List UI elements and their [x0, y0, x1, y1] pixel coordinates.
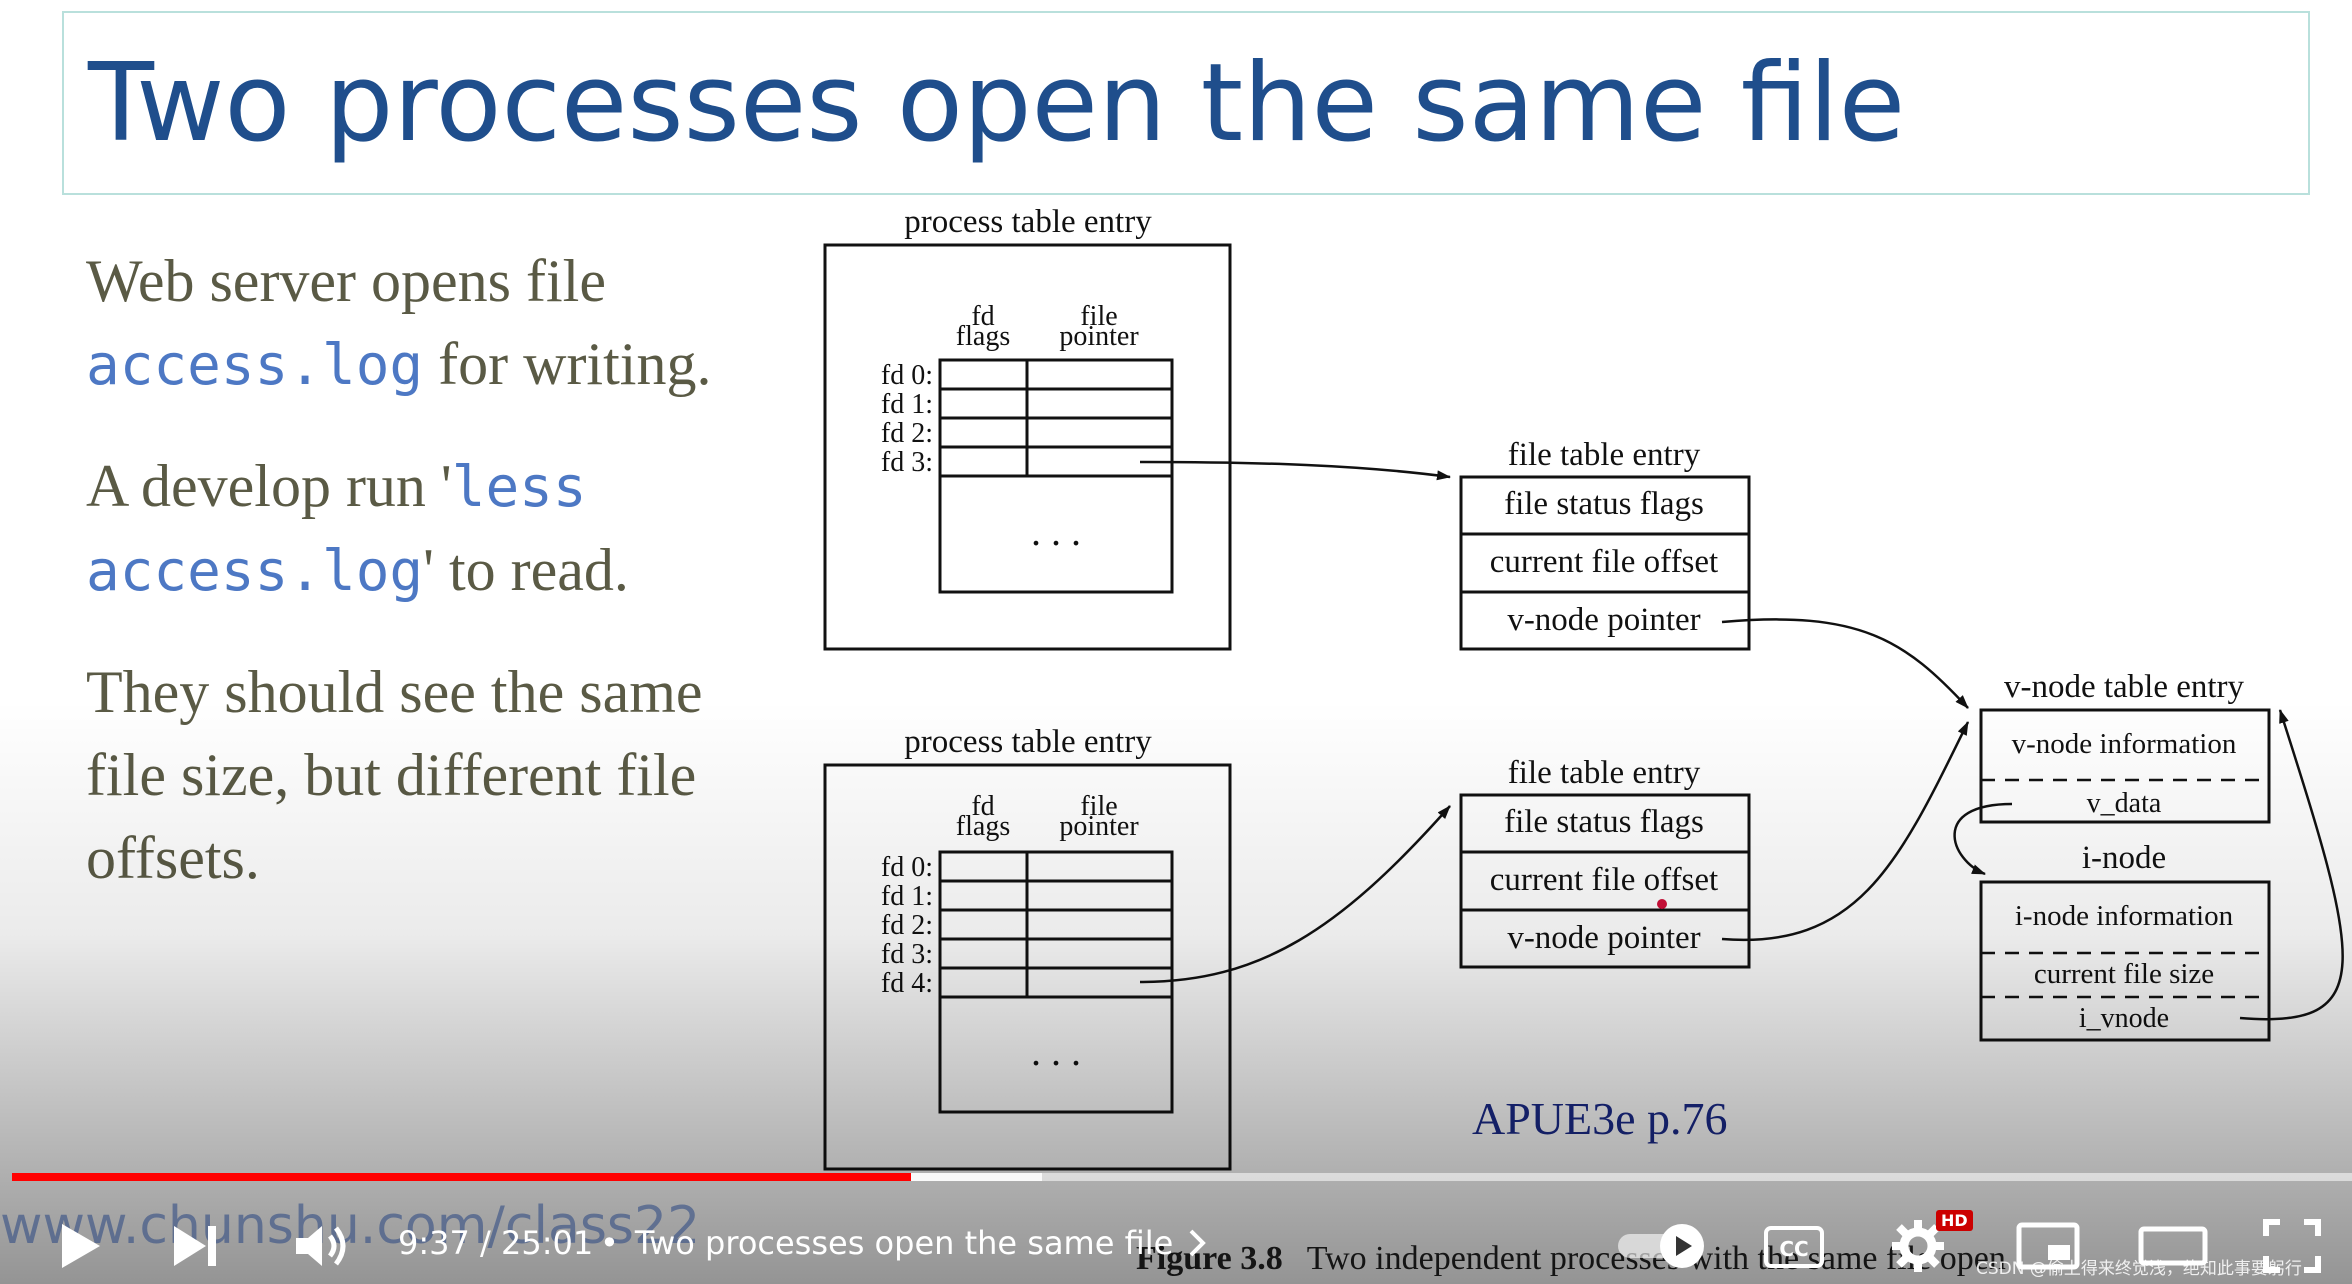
code-text: access.log	[86, 333, 424, 398]
closed-captions-icon: CC	[1764, 1226, 1824, 1268]
time-display: 9:37 / 25:01	[398, 1224, 593, 1262]
settings-button[interactable]	[1878, 1210, 1958, 1282]
bullet-text: ' to read.	[423, 537, 629, 603]
bullet-item: Web server opens file access.log for wri…	[86, 240, 786, 407]
diagram-arrows	[1139, 460, 2344, 1021]
slide-title-box: Two processes open the same file	[62, 11, 2310, 195]
ellipsis: . . .	[1031, 1029, 1081, 1074]
fd-label: fd 2:	[881, 418, 933, 449]
chapter-button[interactable]: • Two processes open the same file	[600, 1224, 1211, 1262]
fd-label: fd 4:	[881, 968, 933, 999]
fd-label: fd 3:	[881, 939, 933, 970]
file-status-flags: file status flags	[1504, 804, 1704, 840]
inode-vnode: i_vnode	[2079, 1003, 2169, 1034]
file-table-label: file table entry	[1508, 755, 1701, 791]
inode-entry: i-node i-node information current file s…	[1979, 840, 2271, 1042]
process-table-entry-bottom: process table entry fd flags file pointe…	[823, 724, 1232, 1171]
fullscreen-icon	[2263, 1219, 2321, 1273]
ellipsis: . . .	[1031, 509, 1081, 554]
fd-flags-header: fd	[971, 301, 994, 332]
time-total: 25:01	[500, 1224, 594, 1262]
bullet-text: Web server opens file	[86, 248, 606, 314]
skip-next-icon	[174, 1226, 216, 1266]
cursor-dot	[1657, 899, 1667, 909]
fd-label: fd 1:	[881, 881, 933, 912]
site-watermark: www.chunshu.com/class22	[0, 1196, 701, 1256]
process-table-entry-top: process table entry fd flags file pointe…	[823, 204, 1232, 651]
chapter-separator: •	[600, 1224, 619, 1262]
reference-label: APUE3e p.76	[1472, 1093, 1728, 1144]
chapter-title: Two processes open the same file	[634, 1224, 1174, 1262]
fd-label: fd 0:	[881, 852, 933, 883]
fd-flags-header: flags	[956, 321, 1010, 352]
vnode-table-label: v-node table entry	[2004, 669, 2245, 705]
subtitles-button[interactable]: CC	[1754, 1210, 1834, 1282]
time-separator: /	[469, 1224, 501, 1262]
play-icon	[62, 1224, 100, 1268]
autoplay-toggle[interactable]	[1612, 1210, 1712, 1282]
fd-label: fd 3:	[881, 447, 933, 478]
process-table-label: process table entry	[904, 724, 1152, 760]
bullet-item: They should see the same file size, but …	[86, 651, 786, 900]
progress-bar[interactable]	[12, 1173, 2352, 1181]
progress-played	[12, 1173, 911, 1181]
file-pointer-header: pointer	[1059, 321, 1139, 352]
miniplayer-button[interactable]	[2008, 1210, 2088, 1282]
vnode-data: v_data	[2087, 788, 2162, 819]
bullet-text: A develop run '	[86, 453, 452, 519]
current-file-offset: current file offset	[1490, 544, 1718, 580]
current-file-offset: current file offset	[1490, 862, 1718, 898]
inode-label: i-node	[2082, 840, 2166, 876]
file-pointer-header: pointer	[1059, 811, 1139, 842]
bullet-text: for writing.	[423, 331, 712, 397]
next-button[interactable]	[160, 1210, 232, 1282]
fd-label: fd 0:	[881, 360, 933, 391]
file-table-label: file table entry	[1508, 437, 1701, 473]
theater-mode-icon	[2138, 1226, 2208, 1266]
csdn-watermark: CSDN @偷上得来终觉浅，绝知此事要躬行	[1976, 1259, 2302, 1279]
miniplayer-icon	[2016, 1222, 2080, 1270]
time-current: 9:37	[398, 1224, 470, 1262]
gear-icon	[1892, 1220, 1944, 1272]
hd-badge: HD	[1936, 1210, 1973, 1231]
vnode-information: v-node information	[2012, 728, 2237, 760]
figure-caption-number: Figure 3.8	[1136, 1240, 1283, 1277]
process-table-label: process table entry	[904, 204, 1152, 240]
file-table-entry-top: file table entry file status flags curre…	[1459, 437, 1751, 651]
fd-label: fd 2:	[881, 910, 933, 941]
autoplay-toggle-icon	[1618, 1224, 1704, 1268]
current-file-size: current file size	[2034, 958, 2214, 990]
slide-title: Two processes open the same file	[88, 41, 1906, 166]
file-pointer-header: file	[1080, 791, 1117, 822]
fd-label: fd 1:	[881, 389, 933, 420]
volume-icon	[296, 1226, 346, 1266]
chevron-right-icon	[1189, 1229, 1207, 1257]
bullet-list: Web server opens file access.log for wri…	[86, 240, 786, 938]
file-status-flags: file status flags	[1504, 486, 1704, 522]
theater-mode-button[interactable]	[2128, 1210, 2218, 1282]
fullscreen-button[interactable]	[2252, 1210, 2332, 1282]
inode-information: i-node information	[2015, 900, 2234, 932]
file-table-entry-bottom: file table entry file status flags curre…	[1459, 755, 1751, 969]
fd-flags-header: fd	[971, 791, 994, 822]
file-pointer-header: file	[1080, 301, 1117, 332]
vnode-pointer: v-node pointer	[1507, 920, 1700, 956]
volume-button[interactable]	[282, 1210, 362, 1282]
vnode-table-entry: v-node table entry v-node information v_…	[1979, 669, 2271, 824]
bullet-text: They should see the same file size, but …	[86, 659, 703, 891]
svg-text:CC: CC	[1779, 1237, 1808, 1261]
vnode-pointer: v-node pointer	[1507, 602, 1700, 638]
code-text: less access.log	[86, 455, 587, 604]
bullet-item: A develop run 'less access.log' to read.	[86, 445, 786, 613]
fd-flags-header: flags	[956, 811, 1010, 842]
play-button[interactable]	[44, 1210, 116, 1282]
